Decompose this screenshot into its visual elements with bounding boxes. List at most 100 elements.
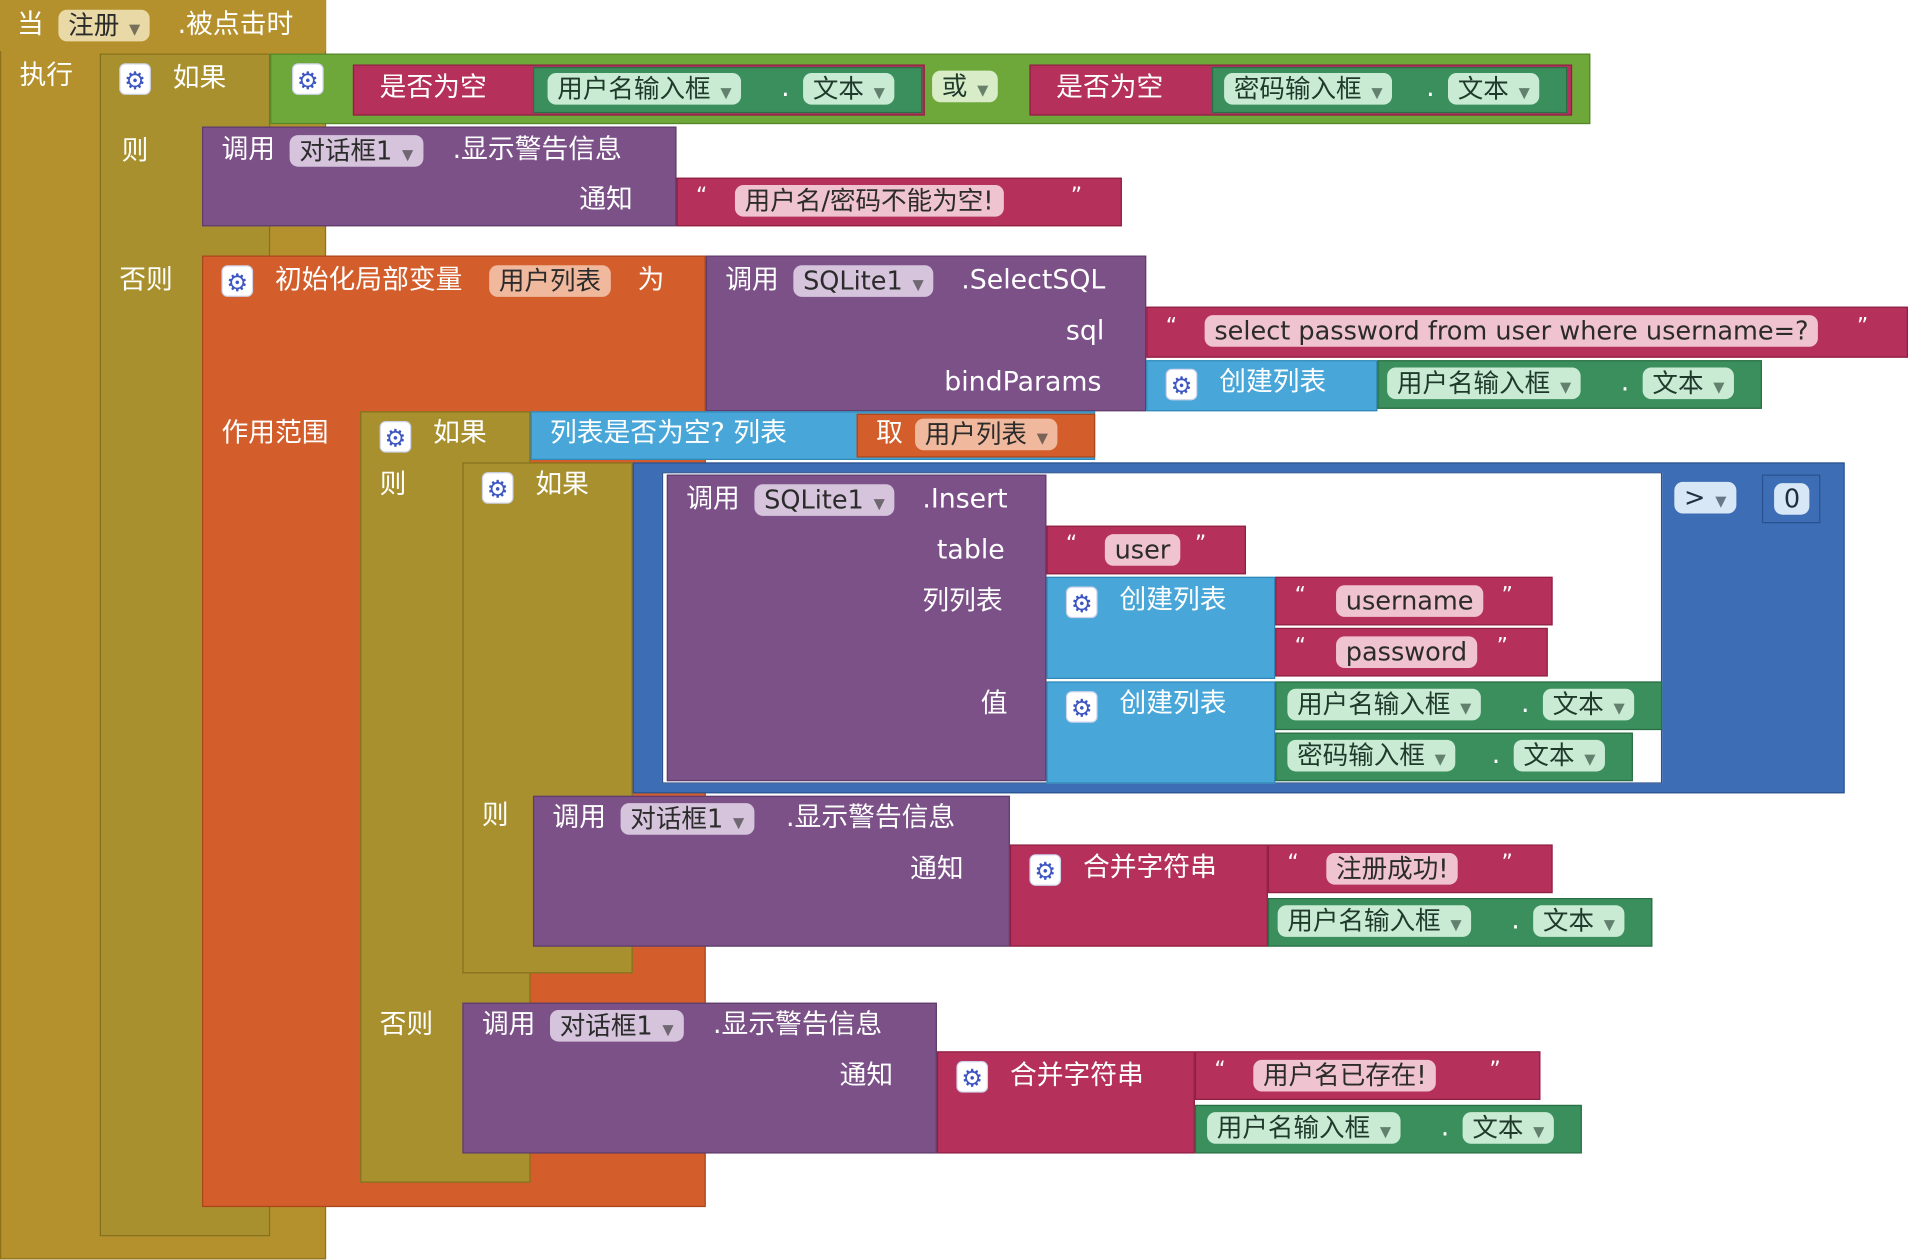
quote-close: ” <box>1194 531 1207 558</box>
scope-label: 作用范围 <box>221 418 329 449</box>
dot-label: . <box>1620 367 1630 398</box>
quote-close: ” <box>1489 1057 1501 1083</box>
call-label: 调用 <box>686 484 740 515</box>
call-label: 调用 <box>725 265 779 296</box>
variable-get-dropdown[interactable]: 用户列表▼ <box>915 418 1058 451</box>
username-box-dropdown[interactable]: 用户名输入框▼ <box>1207 1112 1401 1144</box>
password-box-dropdown[interactable]: 密码输入框▼ <box>1224 73 1393 105</box>
number-zero[interactable]: 0 <box>1774 483 1810 515</box>
join-label: 合并字符串 <box>1009 1061 1144 1092</box>
success-text[interactable]: 注册成功! <box>1326 852 1459 885</box>
quote-close: ” <box>1501 582 1513 609</box>
col-password-text[interactable]: password <box>1336 636 1477 669</box>
username-box-dropdown[interactable]: 用户名输入框▼ <box>1387 367 1581 400</box>
call-label: 调用 <box>552 803 606 834</box>
call-dialog-show-alert-1[interactable] <box>201 126 677 227</box>
gear-icon[interactable]: ⚙ <box>119 63 151 95</box>
dot-label: . <box>1440 1112 1450 1143</box>
bindparams-param-label: bindParams <box>944 367 1102 398</box>
text-property-dropdown[interactable]: 文本▼ <box>1447 73 1540 105</box>
col-username-text[interactable]: username <box>1336 585 1484 617</box>
text-property-dropdown[interactable]: 文本▼ <box>1542 688 1635 721</box>
or-operator-dropdown[interactable]: 或▼ <box>932 70 999 103</box>
quote-close: ” <box>1496 633 1509 660</box>
dialog-dropdown[interactable]: 对话框1▼ <box>620 803 754 835</box>
dot-label: . <box>1426 73 1435 104</box>
quote-open: “ <box>1214 1057 1226 1083</box>
username-box-dropdown[interactable]: 用户名输入框▼ <box>1277 905 1472 937</box>
sql-text[interactable]: select password from user where username… <box>1204 315 1819 347</box>
gear-icon[interactable]: ⚙ <box>956 1061 989 1093</box>
gear-icon[interactable]: ⚙ <box>1065 691 1098 723</box>
gear-icon[interactable]: ⚙ <box>481 472 514 504</box>
quote-close: ” <box>1070 183 1083 210</box>
sqlite-dropdown[interactable]: SQLite1▼ <box>793 265 934 297</box>
then-label: 则 <box>379 469 407 501</box>
text-property-dropdown[interactable]: 文本▼ <box>1642 367 1735 400</box>
else-label: 否则 <box>119 265 173 296</box>
variable-name-field[interactable]: 用户列表 <box>489 265 611 297</box>
quote-open: “ <box>1294 582 1307 609</box>
table-param-label: table <box>936 535 1005 566</box>
gear-icon[interactable]: ⚙ <box>1065 586 1098 619</box>
show-alert-label: .显示警告信息 <box>786 803 956 834</box>
text-property-dropdown[interactable]: 文本▼ <box>1462 1112 1555 1144</box>
exists-text[interactable]: 用户名已存在! <box>1253 1059 1437 1092</box>
sql-param-label: sql <box>1065 316 1105 347</box>
event-name-label: .被点击时 <box>177 9 294 41</box>
make-list-label: 创建列表 <box>1219 367 1327 398</box>
username-box-dropdown[interactable]: 用户名输入框▼ <box>1287 688 1482 721</box>
call-dialog-show-alert-3[interactable] <box>462 1002 937 1154</box>
quote-close: ” <box>1856 313 1869 340</box>
if-label: 如果 <box>433 418 487 449</box>
quote-open: “ <box>1065 531 1078 558</box>
event-when-label: 当 <box>17 9 44 41</box>
quote-open: “ <box>1287 850 1299 877</box>
dot-label: . <box>1521 688 1530 720</box>
then-label: 则 <box>481 800 509 832</box>
table-name-text[interactable]: user <box>1104 534 1181 566</box>
quote-open: “ <box>696 183 708 210</box>
as-label: 为 <box>637 265 665 296</box>
sqlite-dropdown[interactable]: SQLite1▼ <box>754 484 895 516</box>
columns-param-label: 列列表 <box>922 586 1003 617</box>
gear-icon[interactable]: ⚙ <box>221 265 254 297</box>
event-component-dropdown[interactable]: 注册▼ <box>58 9 150 42</box>
dot-label: . <box>1491 739 1501 771</box>
dot-label: . <box>781 73 790 104</box>
is-list-empty-label: 列表是否为空? 列表 <box>549 418 787 449</box>
is-empty-label: 是否为空 <box>1056 73 1164 104</box>
gear-icon[interactable]: ⚙ <box>379 421 412 453</box>
call-dialog-show-alert-2[interactable] <box>532 795 1010 947</box>
show-alert-label: .显示警告信息 <box>452 135 622 166</box>
dialog-dropdown[interactable]: 对话框1▼ <box>289 135 423 167</box>
is-empty-label: 是否为空 <box>379 73 487 104</box>
password-box-dropdown[interactable]: 密码输入框▼ <box>1287 739 1456 772</box>
username-box-dropdown[interactable]: 用户名输入框▼ <box>547 73 742 105</box>
if-label: 如果 <box>535 469 589 501</box>
call-sqlite-insert[interactable] <box>666 474 1047 782</box>
then-label: 则 <box>121 136 149 167</box>
dialog-dropdown[interactable]: 对话框1▼ <box>549 1009 684 1042</box>
make-list-label: 创建列表 <box>1119 688 1227 720</box>
make-list-label: 创建列表 <box>1119 585 1227 616</box>
quote-close: ” <box>1501 850 1513 877</box>
init-local-label: 初始化局部变量 <box>274 265 463 296</box>
join-label: 合并字符串 <box>1082 852 1217 884</box>
gear-icon[interactable]: ⚙ <box>1165 368 1198 401</box>
call-label: 调用 <box>481 1009 536 1041</box>
event-do-label: 执行 <box>19 60 74 92</box>
text-property-dropdown[interactable]: 文本▼ <box>803 73 895 105</box>
gear-icon[interactable]: ⚙ <box>1029 854 1062 886</box>
text-property-dropdown[interactable]: 文本▼ <box>1533 905 1625 937</box>
show-alert-label: .显示警告信息 <box>713 1009 883 1041</box>
notify-label: 通知 <box>839 1061 894 1092</box>
text-property-dropdown[interactable]: 文本▼ <box>1513 739 1606 772</box>
empty-msg-text[interactable]: 用户名/密码不能为空! <box>734 184 1004 217</box>
else-label: 否则 <box>379 1009 434 1041</box>
quote-open: “ <box>1294 633 1307 660</box>
compare-operator-dropdown[interactable]: >▼ <box>1674 481 1737 514</box>
call-label: 调用 <box>221 135 276 166</box>
gear-icon[interactable]: ⚙ <box>292 63 324 95</box>
